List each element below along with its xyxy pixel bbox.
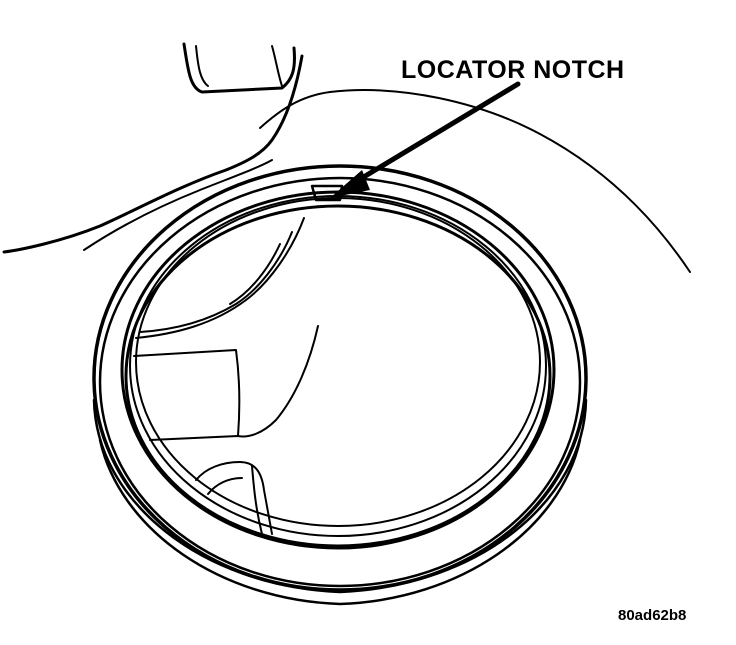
locator-notch	[310, 184, 344, 202]
figure-id: 80ad62b8	[618, 607, 687, 624]
seal-ring	[92, 164, 588, 606]
bore-interior-detail	[133, 217, 319, 535]
leader-arrow	[330, 81, 521, 198]
callout-locator-notch: LOCATOR NOTCH	[401, 56, 625, 84]
housing-outline	[2, 42, 691, 273]
